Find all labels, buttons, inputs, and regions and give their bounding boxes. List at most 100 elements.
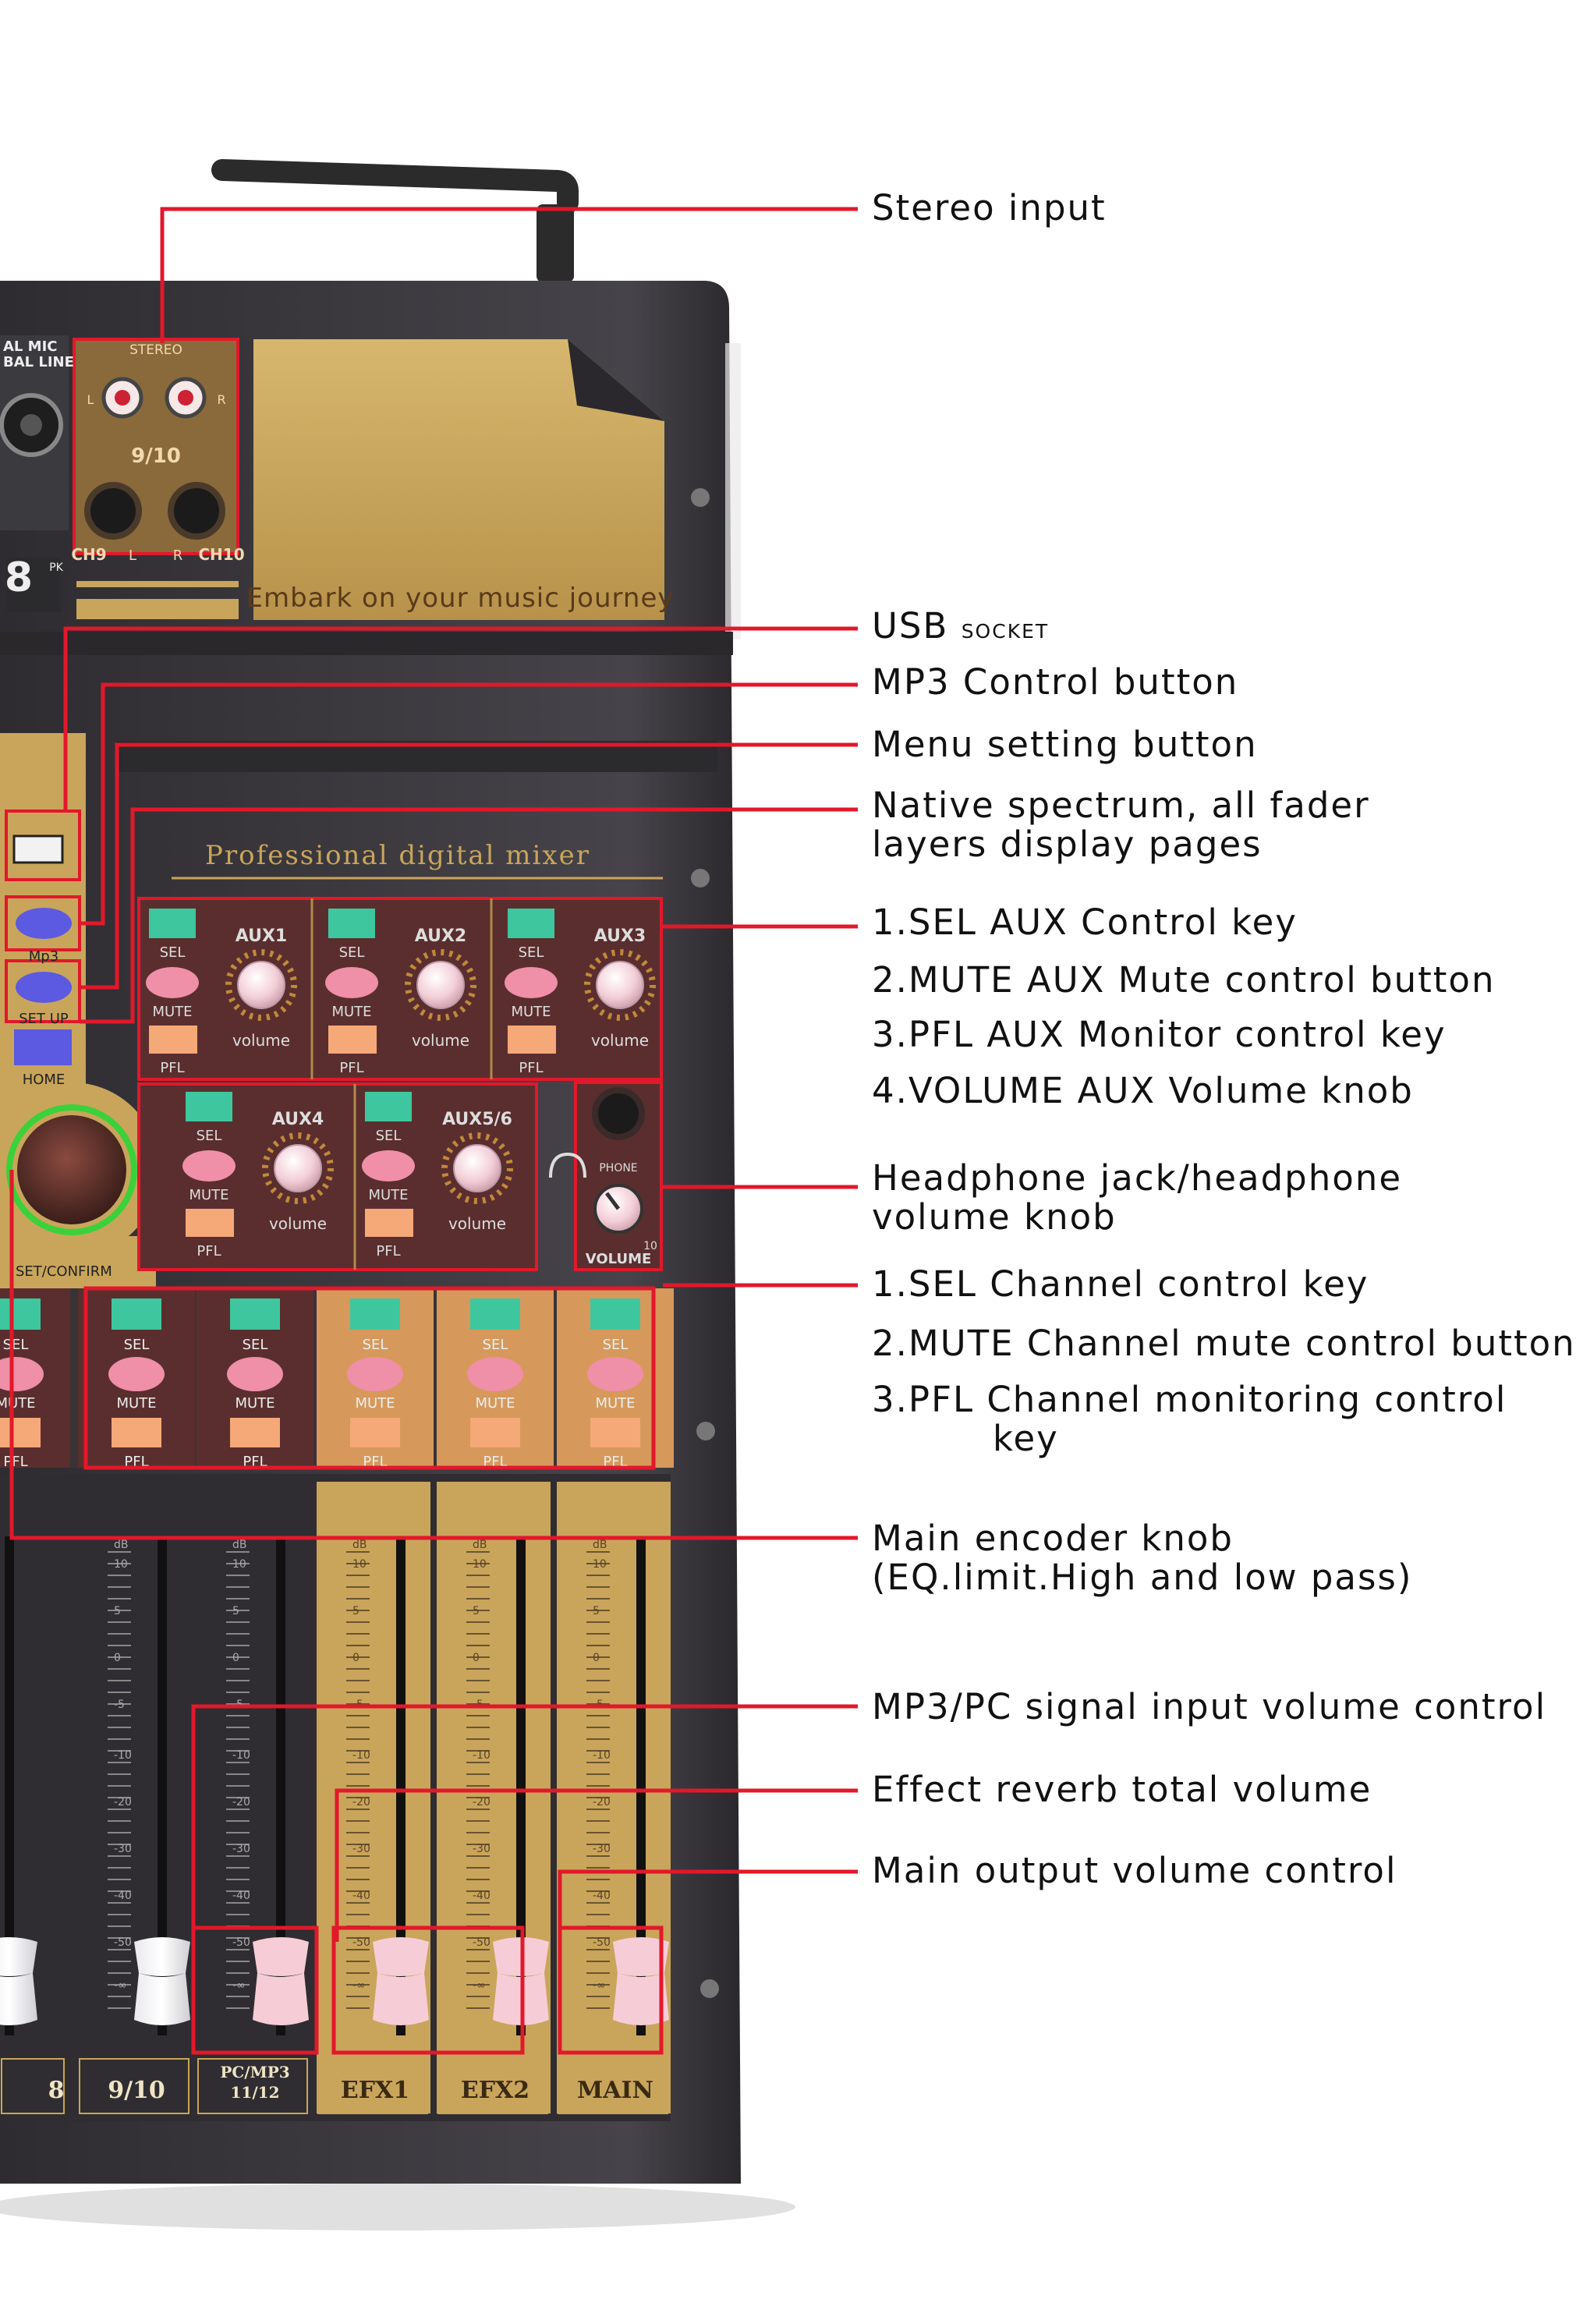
channel-mute-label: MUTE: [355, 1395, 395, 1412]
channel-mute-button[interactable]: [347, 1357, 403, 1391]
channel-mute-button[interactable]: [108, 1357, 165, 1391]
channel-sel-button[interactable]: [350, 1298, 400, 1330]
aux-sel-button[interactable]: [508, 909, 554, 938]
callout-leader-lines: [9, 207, 858, 2018]
fader-channel-label: 9/10: [108, 2077, 165, 2104]
aux-mute-button[interactable]: [505, 967, 558, 998]
setup-button[interactable]: [16, 972, 72, 1003]
fader-cap[interactable]: [134, 1937, 190, 2025]
channel-sel-label: SEL: [124, 1337, 150, 1353]
screw: [696, 1422, 715, 1440]
fader-scale-label: -30: [352, 1843, 370, 1855]
aux-volume-knob[interactable]: [416, 961, 465, 1009]
fader-cap[interactable]: [253, 1937, 309, 2025]
channel-pfl-button[interactable]: [470, 1418, 520, 1447]
fader-scale-label: 10: [114, 1558, 128, 1571]
aux-volume-knob[interactable]: [274, 1144, 322, 1192]
channel-pfl-button[interactable]: [350, 1418, 400, 1447]
jack-ch9[interactable]: [84, 482, 142, 540]
callout-effect-reverb: Effect reverb total volume: [872, 1770, 1372, 1809]
channel-sel-button[interactable]: [112, 1298, 161, 1330]
home-button[interactable]: [14, 1029, 72, 1065]
aux-pfl-button[interactable]: [508, 1026, 556, 1054]
fader-scale-label: -50: [593, 1936, 611, 1949]
aux-volume-knob[interactable]: [237, 961, 285, 1009]
aux-volume-knob[interactable]: [596, 961, 644, 1009]
aux-mute-button[interactable]: [362, 1150, 415, 1181]
phone-scale-max: 10: [643, 1240, 657, 1252]
aux-pfl-button[interactable]: [149, 1026, 197, 1054]
aux-sel-label: SEL: [160, 944, 186, 961]
fader-scale-label: -20: [473, 1796, 491, 1809]
aux-volume-knob[interactable]: [453, 1144, 501, 1192]
channel-mute-button[interactable]: [467, 1357, 523, 1391]
usb-socket[interactable]: [12, 834, 64, 864]
aux-name-label: AUX5/6: [442, 1110, 512, 1129]
fader-cap[interactable]: [613, 1937, 669, 2025]
aux-mute-button[interactable]: [182, 1150, 236, 1181]
fader-scale-label: 10: [232, 1558, 246, 1571]
aux-sel-button[interactable]: [328, 909, 375, 938]
screw: [700, 1979, 719, 1998]
channel-sel-label: SEL: [603, 1337, 629, 1353]
mp3-button[interactable]: [16, 908, 72, 939]
aux-knob-scale: [262, 1132, 334, 1204]
fader-scale-label: 10: [473, 1558, 487, 1571]
aux-volume-label: volume: [448, 1214, 506, 1233]
fader-strip-1: 8: [0, 1482, 67, 2114]
aux-mute-label: MUTE: [152, 1004, 192, 1020]
channel-sel-button[interactable]: [230, 1298, 280, 1330]
input-label-line2: BAL LINE: [3, 354, 74, 370]
aux-sel-button[interactable]: [186, 1092, 232, 1121]
aux-pfl-label: PFL: [197, 1243, 221, 1259]
fader-scale-label: -10: [114, 1749, 132, 1762]
channel-sel-button[interactable]: [590, 1298, 640, 1330]
fader-scale-label: -∞: [114, 1979, 127, 1992]
fader-cap[interactable]: [0, 1937, 37, 2025]
headphone-jack[interactable]: [592, 1087, 645, 1140]
aux-sel-button[interactable]: [149, 909, 196, 938]
fader-scale-label: -20: [232, 1796, 250, 1809]
channel-mute-label: MUTE: [0, 1395, 36, 1412]
channel-mute-button[interactable]: [587, 1357, 643, 1391]
fader-scale-label: -30: [114, 1843, 132, 1855]
aux-mute-button[interactable]: [325, 967, 378, 998]
fader-track: [636, 1536, 646, 2035]
channel-sel-button[interactable]: [0, 1298, 41, 1330]
fader-track: [5, 1536, 14, 2035]
aux-pfl-button[interactable]: [328, 1026, 377, 1054]
fader-scale-label: dB: [593, 1539, 607, 1551]
channel-mute-label: MUTE: [116, 1395, 156, 1412]
aux-pfl-button[interactable]: [365, 1209, 413, 1237]
channel-pfl-button[interactable]: [230, 1418, 280, 1447]
callout-headphone-line2: volume knob: [872, 1196, 1117, 1238]
aux-pfl-button[interactable]: [186, 1209, 234, 1237]
channel-sel-button[interactable]: [470, 1298, 520, 1330]
aux-sel-label: SEL: [376, 1128, 402, 1144]
aux-name-label: AUX1: [236, 926, 287, 946]
fader-scale-label: dB: [114, 1539, 129, 1551]
channel-mute-button[interactable]: [227, 1357, 283, 1391]
main-encoder-knob[interactable]: [17, 1115, 126, 1224]
fader-cap[interactable]: [373, 1937, 429, 2025]
fader-scale-label: 0: [593, 1652, 600, 1664]
callout-socket-text: socket: [961, 613, 1050, 645]
leader-spectrum: [80, 807, 858, 1024]
fader-scale-label: -50: [473, 1936, 491, 1949]
aux-sel-button[interactable]: [365, 1092, 412, 1121]
aux-mute-button[interactable]: [146, 967, 199, 998]
channel-pfl-button[interactable]: [590, 1418, 640, 1447]
callout-mp3-control: MP3 Control button: [872, 663, 1238, 702]
channel-pfl-button[interactable]: [0, 1418, 41, 1447]
aux-knob-scale: [584, 949, 656, 1021]
phone-label: PHONE: [599, 1162, 637, 1174]
leader-menu-setting: [80, 742, 858, 990]
channel-pfl-button[interactable]: [112, 1418, 161, 1447]
jack-ch10[interactable]: [168, 482, 225, 540]
stereo-l-label: L: [87, 392, 94, 407]
